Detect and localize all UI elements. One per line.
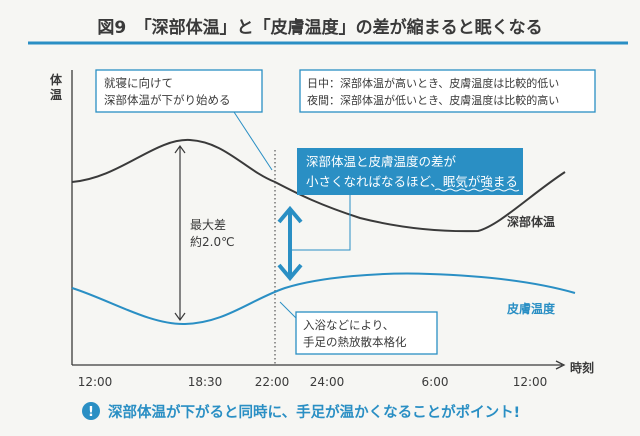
y-axis-label-2: 温 (50, 88, 62, 102)
callout-connector (279, 301, 297, 319)
x-axis-label: 時刻 (570, 360, 594, 375)
double-arrow-head-icon (277, 205, 303, 282)
bedtime-callout-line1: 就寝に向けて (104, 76, 173, 90)
bath-callout (295, 311, 438, 355)
callout-connector (292, 195, 351, 251)
bath-line1: 入浴などにより、 (303, 318, 394, 332)
skin-temperature-curve (71, 272, 576, 326)
max-diff-value: 約2.0℃ (190, 234, 235, 249)
daynight-line2: 夜間：深部体温が低いとき、皮膚温度は比較的高い (307, 93, 559, 107)
daynight-callout (299, 69, 596, 113)
x-tick: 18:30 (188, 375, 223, 389)
daynight-line1: 日中：深部体温が高いとき、皮膚温度は比較的低い (307, 76, 559, 90)
y-axis-label-1: 体 (50, 72, 63, 87)
arrowhead-icon (174, 144, 186, 322)
skin-temperature-label: 皮膚温度 (506, 301, 556, 316)
highlight-line1: 深部体温と皮膚温度の差が (306, 154, 457, 169)
x-axis-arrow-icon (555, 360, 566, 370)
x-tick: 6:00 (422, 375, 449, 389)
x-tick: 12:00 (513, 375, 548, 389)
callout-connector (233, 111, 273, 171)
x-tick: 22:00 (255, 375, 290, 389)
wavy-underline (434, 188, 520, 192)
highlight-callout (297, 148, 523, 195)
exclamation-icon (82, 402, 100, 420)
figure-title: 図9 「深部体温」と「皮膚温度」の差が縮まると眠くなる (97, 17, 542, 38)
bath-line2: 手足の熱放散本格化 (303, 335, 407, 349)
core-temperature-curve (71, 138, 566, 233)
bedtime-callout (95, 69, 263, 113)
core-temperature-label: 深部体温 (507, 214, 555, 229)
highlight-line2: 小さくなればなるほど、眠気が強まる (306, 174, 518, 189)
max-diff-label: 最大差 (190, 218, 226, 232)
footer-text: 深部体温が下がると同時に、手足が温かくなることがポイント! (108, 403, 520, 421)
x-tick: 12:00 (78, 375, 113, 389)
exclamation-glyph: ! (88, 405, 94, 420)
x-tick: 24:00 (310, 375, 345, 389)
bedtime-callout-line2: 深部体温が下がり始める (104, 93, 231, 107)
